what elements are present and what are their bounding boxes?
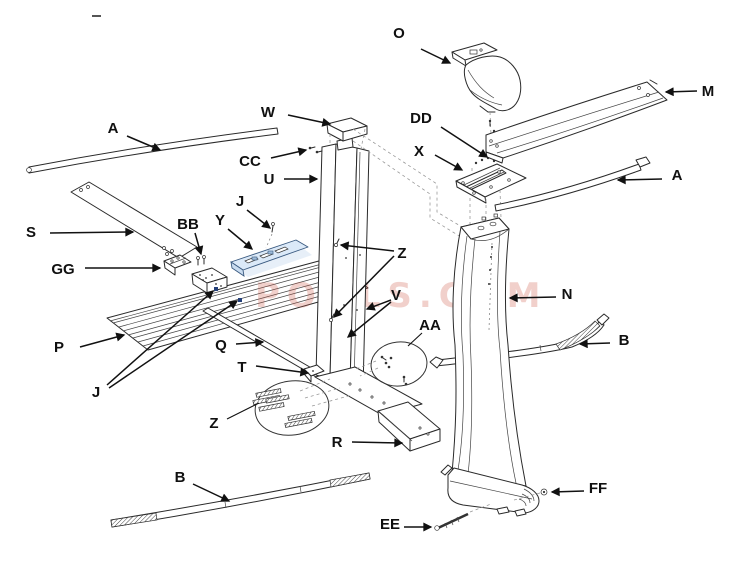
top-ledge-m: [485, 79, 668, 164]
blue-tint-shadow: [236, 246, 312, 277]
panel-joint-bracket: [191, 267, 228, 294]
callout-y: Y: [215, 212, 254, 250]
label-r: R: [332, 434, 343, 451]
label-q: Q: [215, 337, 227, 354]
callout-a-right: A: [616, 167, 683, 185]
label-j-top: J: [236, 193, 244, 210]
bottom-rail-b-right: [429, 313, 610, 369]
callout-r: R: [332, 434, 404, 451]
label-a-left: A: [108, 120, 119, 137]
label-ff: FF: [589, 480, 607, 497]
label-u: U: [264, 171, 275, 188]
top-plate-x: [455, 163, 527, 226]
callout-p: P: [54, 332, 126, 356]
hardware-detail-circle-z: [252, 378, 353, 436]
callout-b-right: B: [578, 332, 630, 349]
upright-support-n: [451, 213, 527, 487]
label-bb: BB: [177, 216, 199, 233]
label-t: T: [237, 359, 246, 376]
callout-dd: DD: [410, 110, 489, 158]
bottom-plate-and-channel-r: [314, 366, 441, 452]
label-s: S: [26, 224, 36, 241]
label-gg: GG: [51, 261, 74, 278]
callout-q: Q: [215, 337, 265, 354]
callout-ff: FF: [550, 480, 607, 497]
label-w: W: [261, 104, 276, 121]
top-bracket-y: [230, 239, 312, 277]
callout-gg: GG: [51, 261, 162, 278]
callout-b-left: B: [175, 469, 231, 502]
label-aa: AA: [419, 317, 441, 334]
callout-ee: EE: [380, 516, 433, 533]
callout-m: M: [664, 83, 715, 100]
alignment-dashed-path: [352, 128, 468, 238]
callout-bb: BB: [177, 216, 204, 256]
callout-x: X: [414, 143, 464, 171]
label-b-right: B: [619, 332, 630, 349]
callout-o: O: [393, 25, 452, 64]
corner-bracket-gg: [163, 254, 192, 276]
post-cap-w: [326, 117, 368, 151]
label-a-right: A: [672, 167, 683, 184]
callout-j-bottom: J: [92, 290, 239, 401]
label-ee: EE: [380, 516, 400, 533]
panel-clip-j: [214, 287, 242, 302]
screws-bb: [196, 255, 206, 266]
callout-z-mid: Z: [333, 241, 407, 318]
label-o: O: [393, 25, 405, 42]
label-dd: DD: [410, 110, 432, 127]
screw-j-top: [265, 222, 275, 249]
nut-ff: [513, 488, 548, 501]
label-z-mid: Z: [397, 245, 406, 262]
label-b-left: B: [175, 469, 186, 486]
screws-cc: [308, 146, 323, 154]
label-cc: CC: [239, 153, 261, 170]
callout-v: V: [346, 287, 401, 338]
hardware-detail-circle-aa: [355, 341, 428, 387]
curved-stabilizer-rail-a-right: [494, 156, 651, 212]
upright-post-u: [315, 143, 370, 390]
callout-aa: AA: [407, 317, 441, 347]
bottom-rail-b-left: [110, 472, 371, 528]
label-y: Y: [215, 212, 225, 229]
callout-a-left: A: [108, 120, 162, 152]
upright-base-boot: [440, 464, 540, 517]
callout-t: T: [237, 359, 310, 377]
label-p: P: [54, 339, 64, 356]
label-j-bottom: J: [92, 384, 100, 401]
callout-z-lower: Z: [209, 402, 260, 432]
screws-z-on-post: [329, 238, 340, 322]
callout-j-top: J: [236, 193, 272, 229]
label-n: N: [562, 286, 573, 303]
label-v: V: [391, 287, 401, 304]
callout-cc: CC: [239, 147, 308, 170]
post-top-cover: [463, 55, 522, 113]
callout-n: N: [508, 286, 573, 303]
label-x: X: [414, 143, 424, 160]
label-z-lower: Z: [209, 415, 218, 432]
label-m: M: [702, 83, 715, 100]
base-pin-ee: [434, 503, 492, 531]
callout-s: S: [26, 224, 135, 241]
callout-u: U: [264, 171, 319, 188]
callout-w: W: [261, 104, 332, 127]
